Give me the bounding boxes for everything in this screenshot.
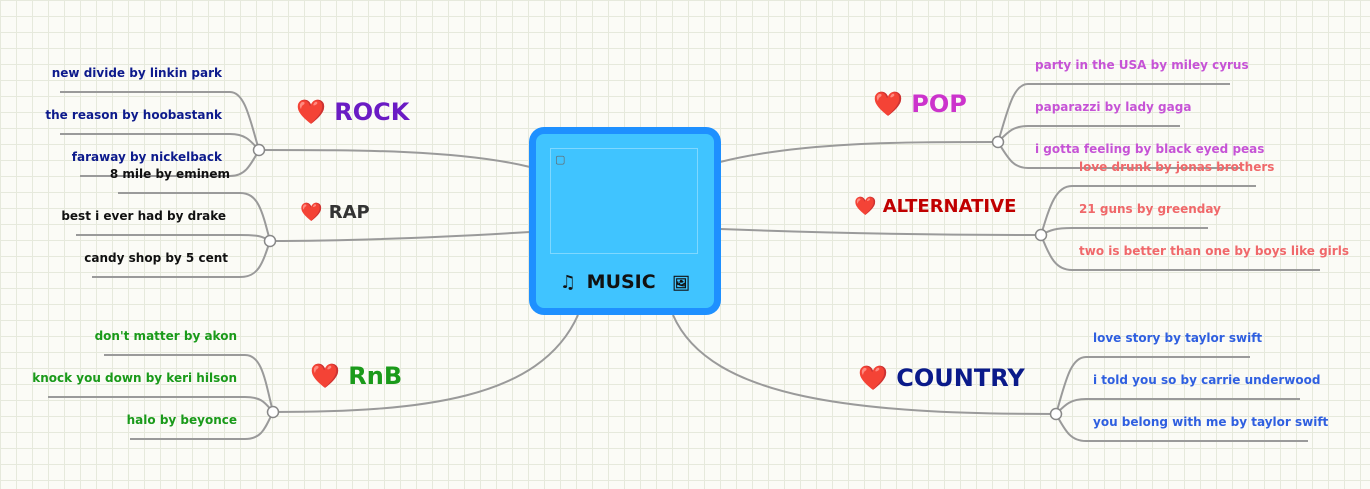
- rap-connector-node: [263, 234, 277, 248]
- leaf-rap-1[interactable]: 8 mile by eminem: [109, 167, 230, 181]
- topic-rock-label: ROCK: [334, 98, 410, 126]
- rock-connector-node: [252, 143, 266, 157]
- leaf-rnb-3[interactable]: halo by beyonce: [126, 413, 237, 427]
- leaf-rock-3[interactable]: faraway by nickelback: [71, 150, 222, 164]
- leaf-alternative-1[interactable]: love drunk by jonas brothers: [1079, 160, 1275, 174]
- leaf-country-2[interactable]: i told you so by carrie underwood: [1093, 373, 1321, 387]
- leaf-alternative-2[interactable]: 21 guns by greenday: [1079, 202, 1221, 216]
- leaf-rock-2[interactable]: the reason by hoobastank: [45, 108, 222, 122]
- topic-pop[interactable]: ❤️ POP: [873, 92, 967, 116]
- leaf-pop-1[interactable]: party in the USA by miley cyrus: [1035, 58, 1249, 72]
- heart-icon: ❤️: [300, 202, 323, 223]
- topic-alternative[interactable]: ❤️ ALTERNATIVE: [854, 198, 1016, 216]
- heart-icon: ❤️: [310, 362, 340, 390]
- rnb-connector-node: [266, 405, 280, 419]
- leaf-rap-3[interactable]: candy shop by 5 cent: [84, 251, 228, 265]
- heart-icon: ❤️: [854, 196, 877, 217]
- alternative-connector-node: [1034, 228, 1048, 242]
- topic-rnb[interactable]: ❤️ RnB: [310, 364, 402, 388]
- image-icon[interactable]: 🖼: [672, 276, 691, 292]
- leaf-rnb-1[interactable]: don't matter by akon: [94, 329, 237, 343]
- topic-rap[interactable]: ❤️ RAP: [300, 204, 370, 222]
- topic-rnb-label: RnB: [348, 362, 403, 390]
- heart-icon: ❤️: [296, 98, 326, 126]
- leaf-alternative-3[interactable]: two is better than one by boys like girl…: [1079, 244, 1349, 258]
- central-topic-label: ♫ MUSIC 🖼: [536, 271, 714, 293]
- broken-image-icon: ▢: [555, 153, 566, 166]
- leaf-country-3[interactable]: you belong with me by taylor swift: [1093, 415, 1329, 429]
- topic-rock[interactable]: ❤️ ROCK: [296, 100, 409, 124]
- central-image[interactable]: ▢: [550, 148, 698, 254]
- leaf-rnb-2[interactable]: knock you down by keri hilson: [32, 371, 237, 385]
- leaf-rock-1[interactable]: new divide by linkin park: [51, 66, 222, 80]
- leaf-pop-3[interactable]: i gotta feeling by black eyed peas: [1035, 142, 1265, 156]
- country-connector-node: [1049, 407, 1063, 421]
- central-topic-text: MUSIC: [586, 271, 656, 293]
- heart-icon: ❤️: [858, 364, 888, 392]
- leaf-country-1[interactable]: love story by taylor swift: [1093, 331, 1263, 345]
- topic-rap-label: RAP: [328, 202, 370, 223]
- topic-country-label: COUNTRY: [896, 364, 1025, 392]
- heart-icon: ❤️: [873, 90, 903, 118]
- topic-country[interactable]: ❤️ COUNTRY: [858, 366, 1025, 390]
- leaf-pop-2[interactable]: paparazzi by lady gaga: [1035, 100, 1192, 114]
- central-topic[interactable]: ▢ ♫ MUSIC 🖼: [530, 128, 720, 314]
- leaf-rap-2[interactable]: best i ever had by drake: [61, 209, 226, 223]
- topic-alternative-label: ALTERNATIVE: [882, 196, 1017, 217]
- music-note-icon: ♫: [559, 272, 577, 293]
- topic-pop-label: POP: [911, 90, 967, 118]
- pop-connector-node: [991, 135, 1005, 149]
